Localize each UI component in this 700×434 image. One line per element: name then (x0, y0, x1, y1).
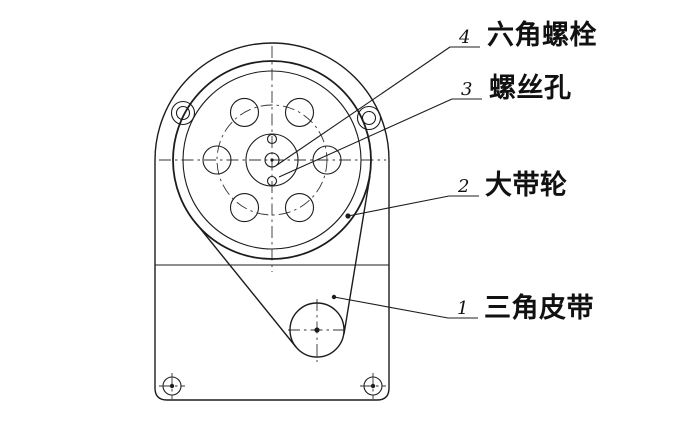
lightening-hole (312, 145, 342, 175)
leader-line-2 (347, 195, 450, 217)
lug-boss-outline (170, 100, 196, 126)
small-pulley-rim (289, 302, 345, 358)
leader-dot-1 (331, 294, 337, 300)
callout-number-3: 3 (461, 79, 472, 100)
centerlines (159, 46, 386, 362)
callout-number-1: 1 (457, 298, 468, 319)
bolt-circle-centerline (216, 104, 328, 216)
lug-bolt-circle (361, 110, 377, 126)
callout-number-4: 4 (458, 27, 470, 48)
leader-line-4 (276, 46, 451, 166)
corner-bolt-center (370, 383, 376, 389)
callout-label-hex-bolt: 六角螺栓 (487, 19, 597, 50)
large-pulley-inner-rim (182, 70, 362, 250)
corner-bolt-right (360, 373, 386, 399)
large-pulley-outer-rim (172, 60, 372, 260)
leader-line-3 (278, 98, 453, 178)
screw-hole-top (266, 133, 278, 145)
large-pulley (172, 60, 372, 260)
leader-dot-2 (345, 213, 351, 219)
small-pulley (289, 302, 345, 358)
top-lug-left (170, 100, 196, 126)
belt-left-edge (194, 221, 297, 348)
screw-hole-bottom (266, 175, 278, 187)
belt-right-edge (343, 175, 371, 335)
lug-bolt-circle (175, 105, 191, 121)
callout-label-v-belt: 三角皮带 (484, 292, 594, 323)
lightening-hole (229, 97, 260, 127)
lightening-hole (284, 193, 315, 223)
lightening-hole (284, 97, 315, 127)
v-belt (194, 175, 371, 348)
callout-1: 1 三角皮带 (331, 292, 594, 323)
top-lug-right (356, 105, 382, 131)
housing-outline (154, 42, 390, 401)
corner-bolt-left (159, 373, 185, 399)
callout-2: 2 大带轮 (345, 170, 567, 219)
lightening-hole (202, 145, 232, 175)
lightening-hole (229, 193, 260, 223)
callout-label-screw-hole: 螺丝孔 (489, 73, 572, 103)
small-pulley-center-point (314, 327, 320, 333)
callout-label-large-pulley: 大带轮 (485, 170, 568, 200)
callout-4: 4 六角螺栓 (276, 19, 597, 166)
callout-3: 3 螺丝孔 (278, 73, 572, 178)
lug-boss-outline (356, 105, 382, 131)
callout-number-2: 2 (457, 176, 469, 197)
leader-line-1 (333, 296, 449, 319)
corner-bolt-center (169, 383, 175, 389)
center-point (270, 158, 274, 162)
center-bolt-hole (264, 152, 280, 168)
